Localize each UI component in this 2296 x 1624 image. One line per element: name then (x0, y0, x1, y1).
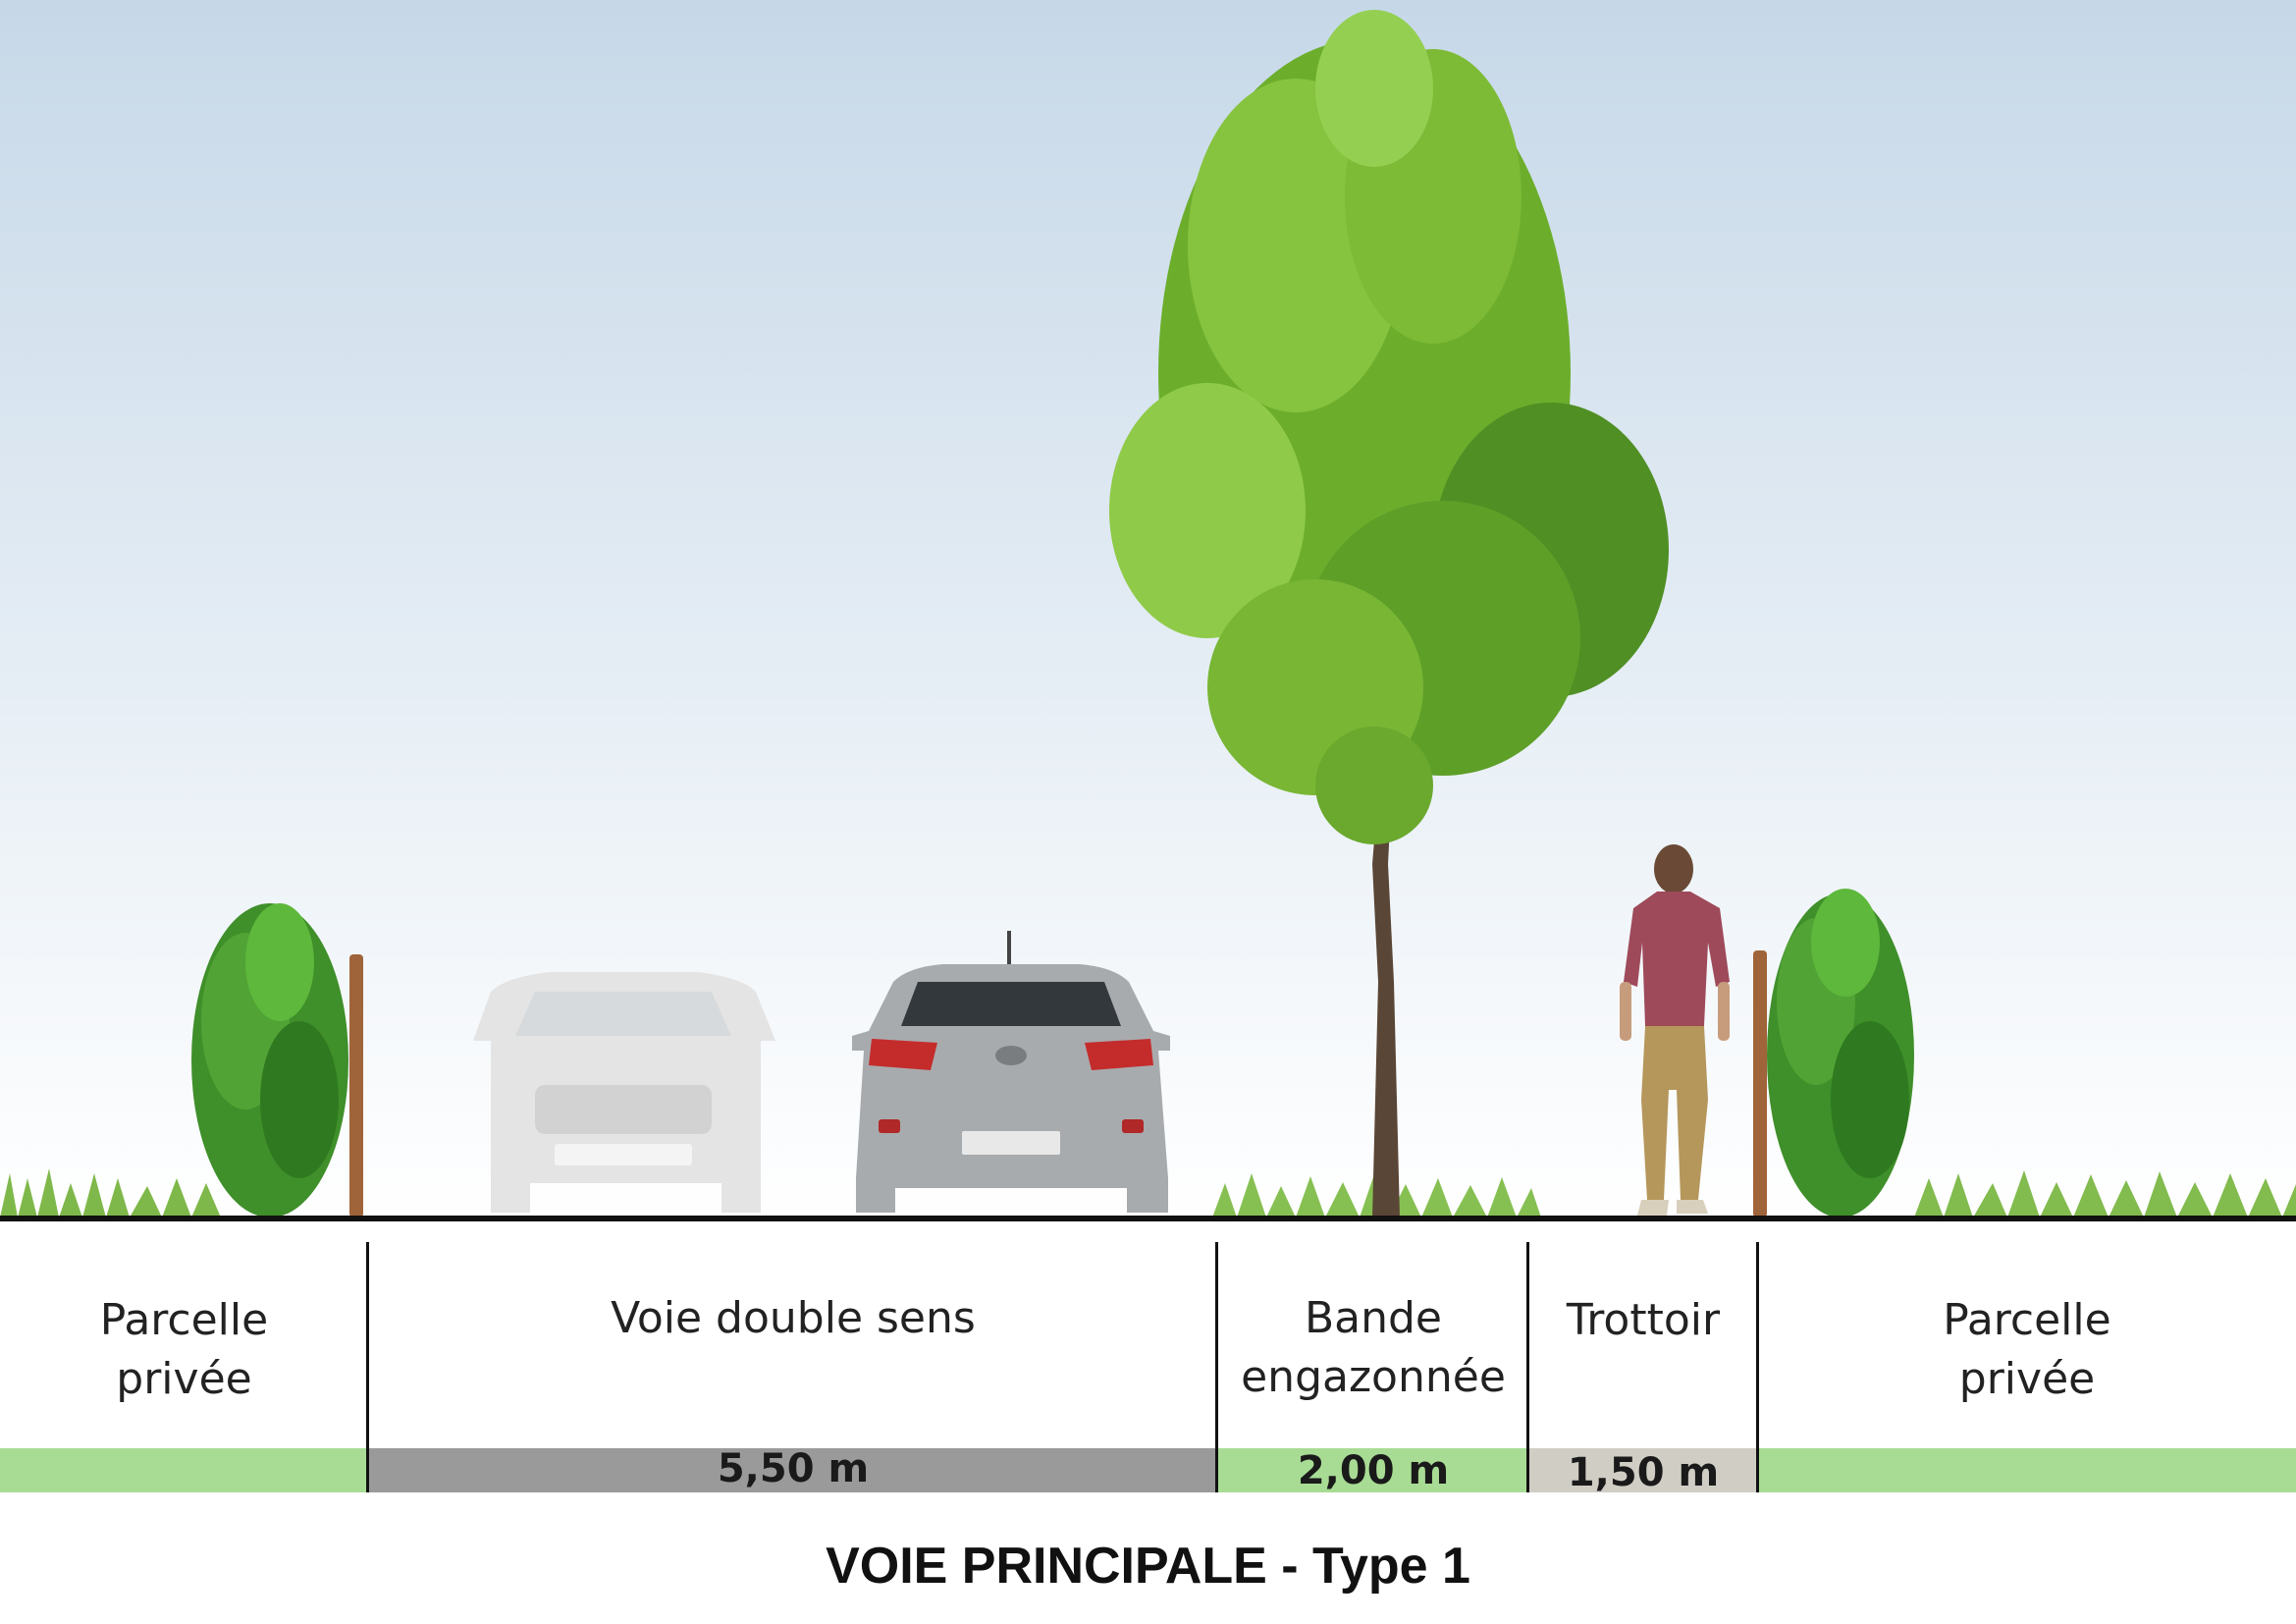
tree-icon (1109, 10, 1669, 1218)
width-label-trottoir: 1,50 m (1567, 1450, 1720, 1495)
ground-line (0, 1216, 2296, 1221)
section-label-trottoir: Trottoir (1566, 1295, 1721, 1345)
diagram-title: VOIE PRINCIPALE - Type 1 (826, 1538, 1470, 1595)
street-scene-illustration (0, 0, 2296, 1222)
section-label-parcelle-right: Parcelle privée (1943, 1295, 2111, 1404)
post-left-icon (349, 954, 363, 1218)
surface-strip-parcelle-left (0, 1448, 368, 1492)
hedge-left-icon (191, 903, 348, 1218)
divider-line (1215, 1242, 1218, 1492)
surface-strip-trottoir (1529, 1448, 1757, 1492)
section-label-voie: Voie double sens (611, 1293, 976, 1343)
width-label-voie: 5,50 m (717, 1446, 870, 1491)
divider-line (1526, 1242, 1529, 1492)
pedestrian-icon (1620, 844, 1730, 1216)
surface-strip-voie (369, 1448, 1217, 1492)
surface-strip-parcelle-right (1758, 1448, 2296, 1492)
grass-right-icon (1914, 1170, 2296, 1218)
width-label-bande: 2,00 m (1297, 1448, 1450, 1493)
car-faded-icon (473, 972, 775, 1213)
section-label-bande: Bande engazonnée (1241, 1293, 1506, 1402)
divider-line (366, 1242, 369, 1492)
hedge-right-icon (1767, 889, 1914, 1218)
grass-left-icon (0, 1168, 221, 1218)
car-icon (852, 931, 1170, 1213)
divider-line (1756, 1242, 1759, 1492)
section-label-parcelle-left: Parcelle privée (99, 1295, 269, 1404)
surface-strip-bande (1218, 1448, 1528, 1492)
post-right-icon (1753, 950, 1767, 1218)
